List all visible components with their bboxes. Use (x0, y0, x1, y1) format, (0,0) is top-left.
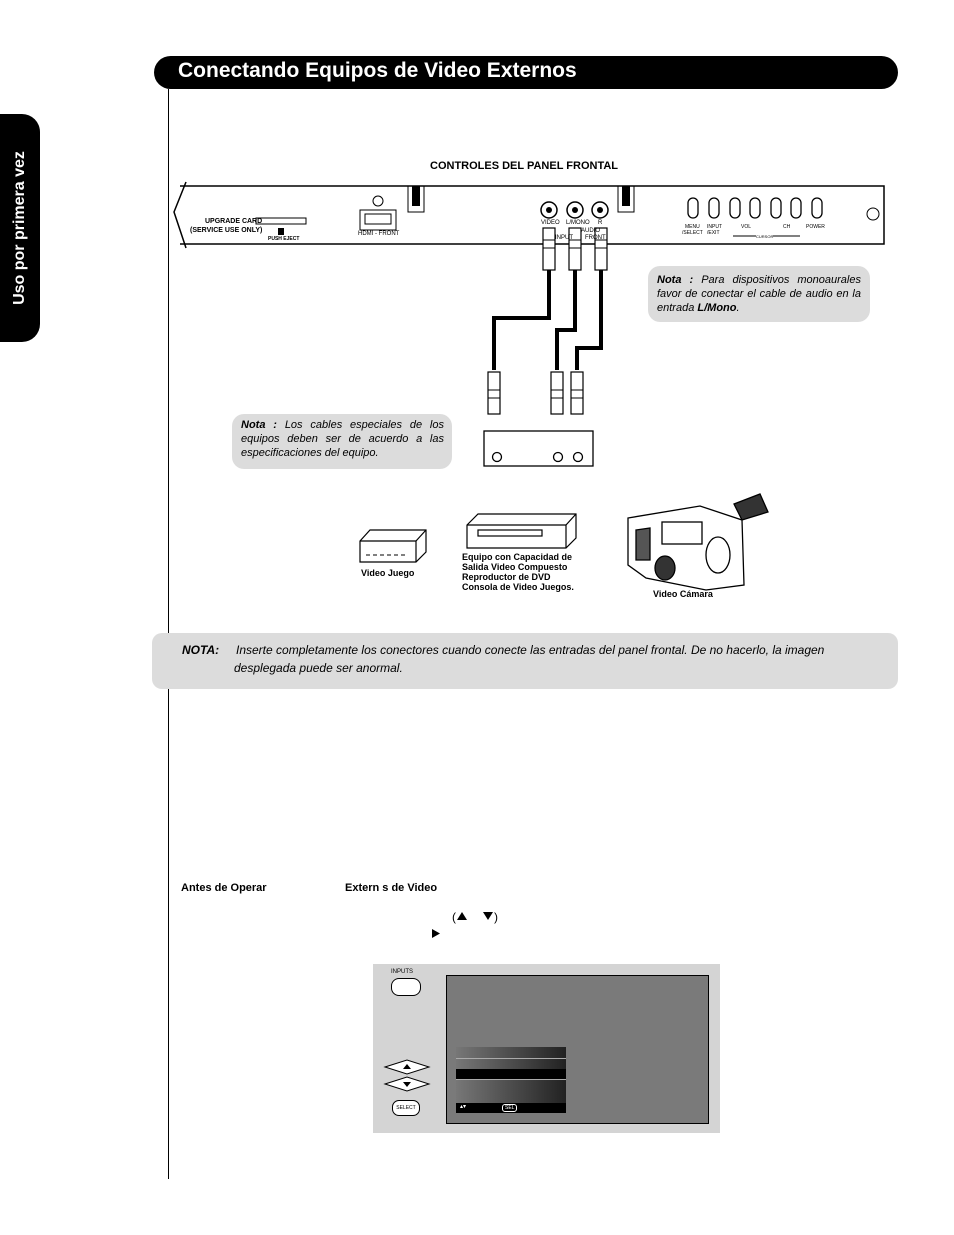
composite-device-label: Equipo con Capacidad de Salida Video Com… (462, 552, 574, 592)
btn-menu-label: MENU (685, 224, 700, 230)
btn-ch-label: CH (783, 224, 791, 230)
note-mono: Nota : Para dispositivos monoaurales fav… (648, 266, 870, 322)
input-menu: ▴▾ SEL (456, 1047, 566, 1113)
front-panel-diagram (173, 181, 885, 591)
svg-text:): ) (494, 910, 498, 924)
inputs-button[interactable] (391, 978, 421, 996)
title-bar (154, 56, 898, 89)
btn-select-label: /SELECT (682, 230, 703, 236)
side-tab (0, 114, 40, 342)
note-mono-text: Para dispositivos monoaurales favor de c… (657, 274, 861, 314)
front-label: FRONT (585, 235, 606, 241)
video-camera-label: Video Cámara (653, 589, 713, 599)
input-menu-highlight (456, 1069, 566, 1079)
push-eject-label: PUSH EJECT (268, 236, 300, 242)
note-mono-bold: L/Mono (697, 302, 737, 314)
audio-label: AUDIO (581, 228, 601, 234)
select-button[interactable]: SELECT (392, 1100, 420, 1116)
page-title: Conectando Equipos de Video Externos (178, 59, 577, 82)
note-insert: NOTA: Inserte completamente los conector… (152, 633, 898, 689)
jack-lmono-label: L/MONO (566, 220, 590, 226)
before-operating-label: Antes de Operar (181, 882, 267, 894)
note-insert-text: Inserte completamente los conectores cua… (234, 643, 825, 675)
up-arrow-icon (403, 1064, 411, 1069)
jack-video-label: VIDEO (541, 220, 560, 226)
note-cables: Nota : Los cables especiales de los equi… (232, 414, 452, 469)
cursor-arrows-icon: ( ) (432, 910, 498, 938)
btn-power-label: POWER (806, 224, 825, 230)
jack-r-label: R (598, 220, 603, 226)
upgrade-card-label: UPGRADE CARD (205, 218, 263, 225)
note-insert-label: NOTA: (182, 643, 220, 657)
video-game-label: Video Juego (361, 568, 415, 578)
down-arrow-icon (403, 1082, 411, 1087)
external-video-label: Extern s de Video (345, 882, 438, 894)
service-use-label: (SERVICE USE ONLY) (190, 227, 263, 234)
cursor-label: CURSOR (756, 234, 774, 239)
btn-exit-label: /EXIT (707, 230, 720, 236)
btn-vol-label: VOL (741, 224, 752, 230)
note-cables-label: Nota : (241, 419, 277, 431)
tv-screen: ▴▾ SEL (446, 975, 709, 1124)
hdmi-front-label: HDMI - FRONT (358, 231, 400, 237)
inputs-label: INPUTS (391, 969, 414, 975)
input-label: INPUT (555, 235, 573, 241)
svg-text:(: ( (452, 910, 456, 924)
note-mono-label: Nota : (657, 274, 694, 286)
input-menu-footer: ▴▾ SEL (456, 1103, 566, 1113)
sel-label: SEL (502, 1104, 518, 1112)
remote-screen-illustration: INPUTS SELECT ▴▾ SEL (373, 964, 720, 1133)
panel-caption: CONTROLES DEL PANEL FRONTAL (430, 160, 619, 172)
up-down-buttons (383, 1059, 431, 1092)
updown-indicator-icon: ▴▾ (460, 1104, 467, 1110)
note-cables-text: Los cables especiales de los equipos deb… (241, 419, 444, 459)
btn-input-label: INPUT (707, 224, 722, 230)
